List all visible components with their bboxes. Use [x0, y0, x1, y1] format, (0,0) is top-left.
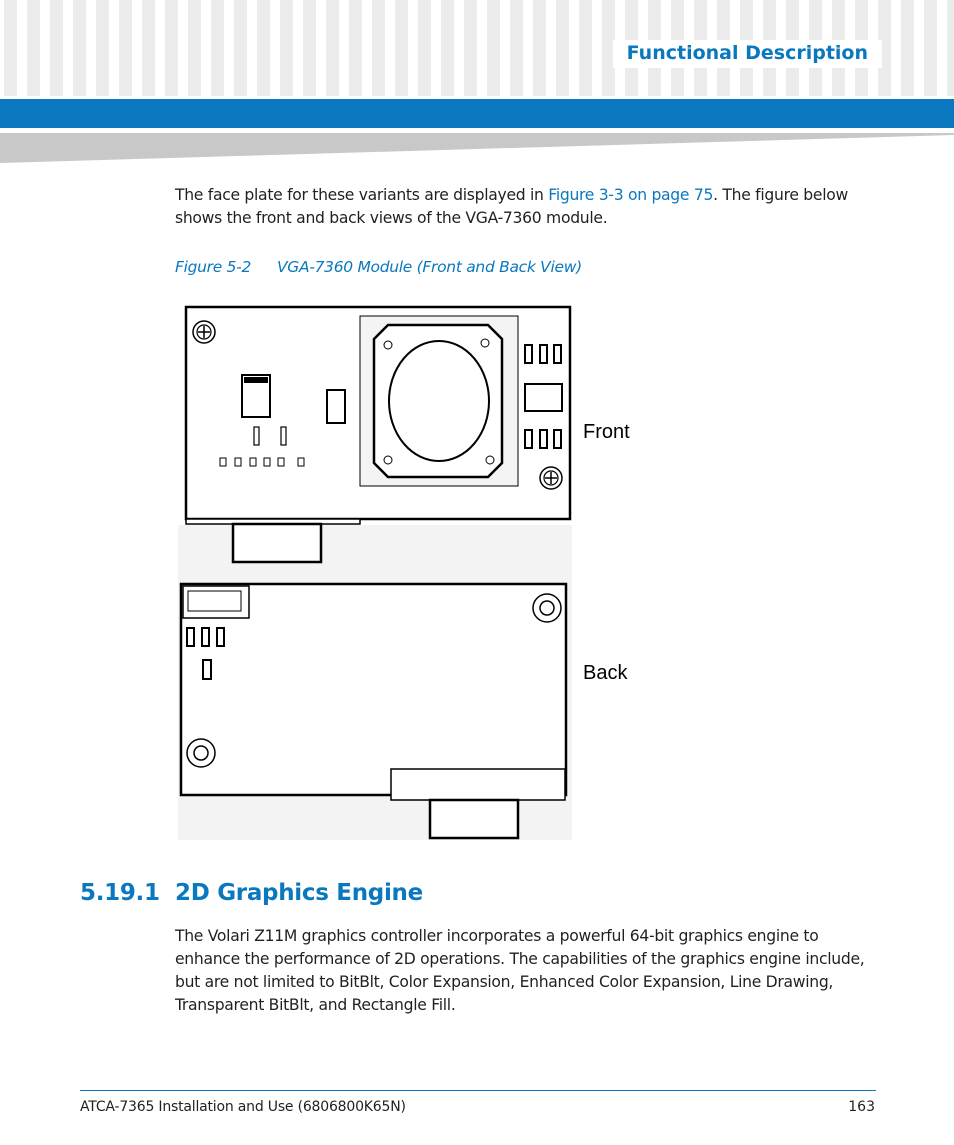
- figure-title: VGA-7360 Module (Front and Back View): [277, 258, 582, 276]
- intro-text-after: . The figure below shows the front and b…: [175, 186, 848, 227]
- front-label: Front: [583, 421, 630, 443]
- front-led-row: [219, 457, 305, 467]
- front-fan: [388, 340, 490, 462]
- front-capacitors-top: [524, 344, 562, 364]
- running-header-title: Functional Description: [612, 40, 882, 68]
- front-view: [184, 305, 572, 564]
- footer-rule: [80, 1090, 876, 1091]
- front-capacitors-bottom: [524, 429, 562, 449]
- back-bracket: [390, 768, 566, 801]
- section-title: 2D Graphics Engine: [175, 880, 423, 906]
- module-figure: Front Back: [178, 305, 630, 840]
- header-blue-bar: [0, 99, 954, 128]
- back-view: [179, 582, 568, 840]
- front-ic-right: [524, 383, 563, 412]
- front-chip-small: [326, 389, 346, 424]
- section-body: The Volari Z11M graphics controller inco…: [175, 927, 865, 1014]
- footer-document-title: ATCA-7365 Installation and Use (6806800K…: [80, 1099, 406, 1115]
- intro-paragraph: The face plate for these variants are di…: [175, 184, 875, 230]
- front-chip-large: [241, 374, 271, 418]
- back-connector-header: [182, 585, 250, 619]
- back-capacitors: [186, 627, 225, 647]
- front-screw-top-left: [192, 320, 216, 344]
- figure-caption: Figure 5-2 VGA-7360 Module (Front and Bac…: [175, 258, 582, 276]
- back-standoff-bottom-left: [186, 738, 216, 768]
- back-connector: [428, 798, 520, 840]
- header-gray-wedge: [0, 133, 954, 163]
- footer-page-number: 163: [848, 1099, 875, 1115]
- section-heading: 5.19.1 2D Graphics Engine: [80, 880, 423, 906]
- figure-number: Figure 5-2: [175, 258, 252, 276]
- back-standoff-top-right: [532, 593, 562, 623]
- back-board: [179, 582, 568, 797]
- back-label: Back: [583, 662, 628, 684]
- section-number: 5.19.1: [80, 880, 160, 906]
- figure-reference-link[interactable]: Figure 3-3 on page 75: [548, 186, 714, 204]
- front-screw-bottom-right: [539, 466, 563, 490]
- front-connector: [231, 522, 323, 564]
- back-chip: [202, 659, 212, 680]
- front-heatsink: [372, 323, 504, 479]
- intro-text-before: The face plate for these variants are di…: [175, 186, 549, 204]
